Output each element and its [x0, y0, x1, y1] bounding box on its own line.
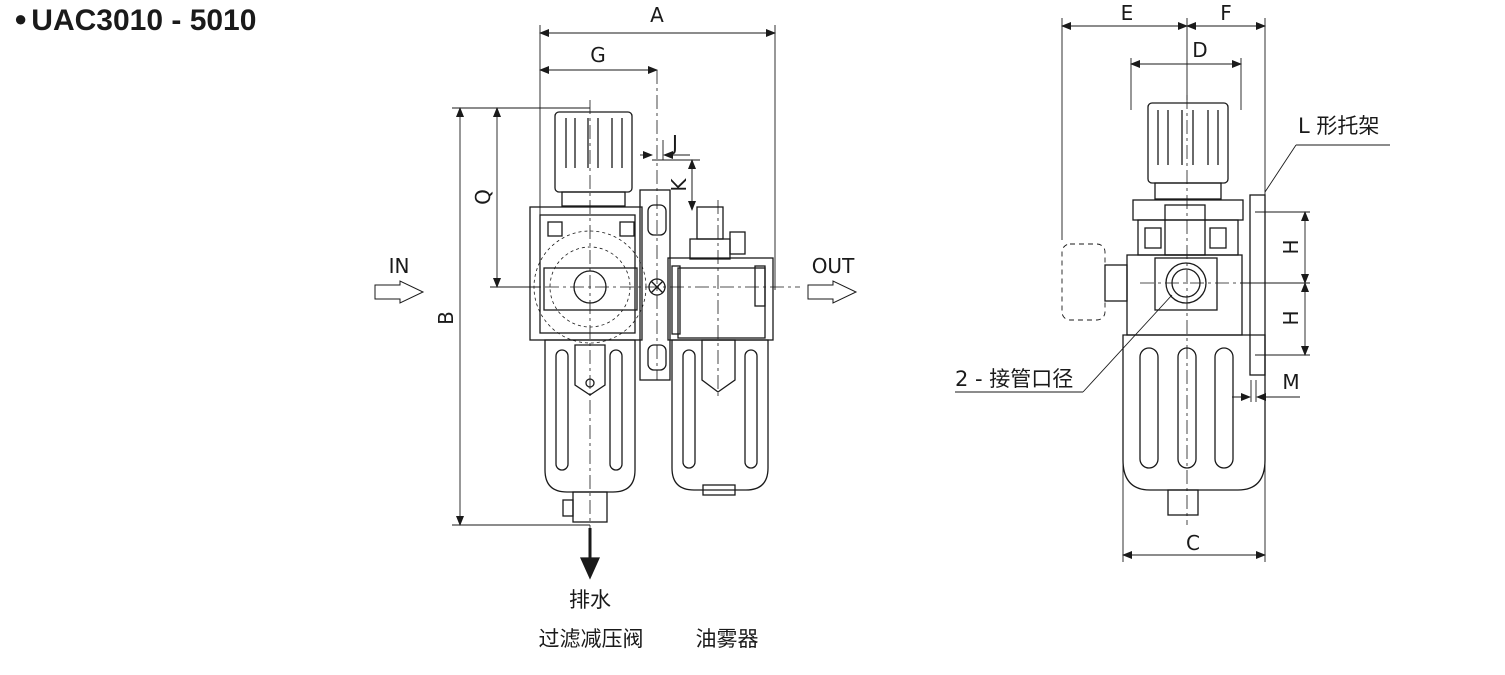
side-extension-lines — [1061, 18, 1310, 562]
side-bracket — [1249, 144, 1390, 376]
dim-label-b: B — [434, 311, 458, 325]
port-size-leader — [1082, 294, 1173, 393]
dim-label-h-upper: H — [1279, 239, 1303, 254]
dim-label-a: A — [650, 3, 664, 27]
bracket-label: L 形托架 — [1298, 114, 1379, 138]
in-label: IN — [389, 254, 410, 278]
side-view — [955, 18, 1390, 562]
dim-label-c: C — [1186, 531, 1200, 555]
dim-label-j: J — [670, 131, 678, 155]
extension-lines — [452, 25, 776, 526]
side-body — [1061, 243, 1243, 336]
dim-label-e: E — [1121, 1, 1134, 25]
side-bowl — [1122, 334, 1266, 516]
side-upper-body — [1132, 199, 1244, 256]
lubricator-label: 油雾器 — [696, 627, 759, 651]
out-label: OUT — [812, 254, 855, 278]
lubricator-top — [689, 206, 746, 260]
dim-label-f: F — [1220, 1, 1232, 25]
center-lines — [520, 70, 800, 530]
side-center-lines — [1140, 95, 1240, 525]
filter-bowl — [544, 339, 636, 523]
dim-label-m: M — [1282, 370, 1299, 394]
side-knob — [1147, 102, 1229, 200]
lubricator-bowl — [671, 339, 769, 496]
dim-label-k: K — [667, 178, 691, 192]
lubricator-body — [667, 257, 774, 341]
drain-label: 排水 — [569, 588, 611, 612]
dim-label-g: G — [590, 43, 606, 67]
out-arrow — [807, 280, 858, 304]
side-dimension-lines — [1061, 22, 1309, 559]
regulator-body — [529, 206, 647, 344]
page-title: ●UAC3010 - 5010 — [14, 4, 256, 38]
dim-label-q: Q — [471, 189, 495, 205]
bullet-dot: ● — [14, 6, 28, 31]
dimension-lines — [456, 29, 776, 526]
dim-label-h-lower: H — [1279, 310, 1303, 325]
front-view — [374, 25, 858, 580]
model-title: UAC3010 - 5010 — [31, 4, 257, 37]
modular-connector — [639, 189, 671, 381]
filter-regulator-label: 过滤减压阀 — [539, 627, 644, 651]
in-arrow — [374, 280, 425, 304]
port-size-label: 2 - 接管口径 — [955, 367, 1073, 391]
drain-arrow-head — [579, 557, 601, 580]
dim-label-d: D — [1192, 38, 1207, 62]
regulator-knob — [554, 111, 633, 207]
